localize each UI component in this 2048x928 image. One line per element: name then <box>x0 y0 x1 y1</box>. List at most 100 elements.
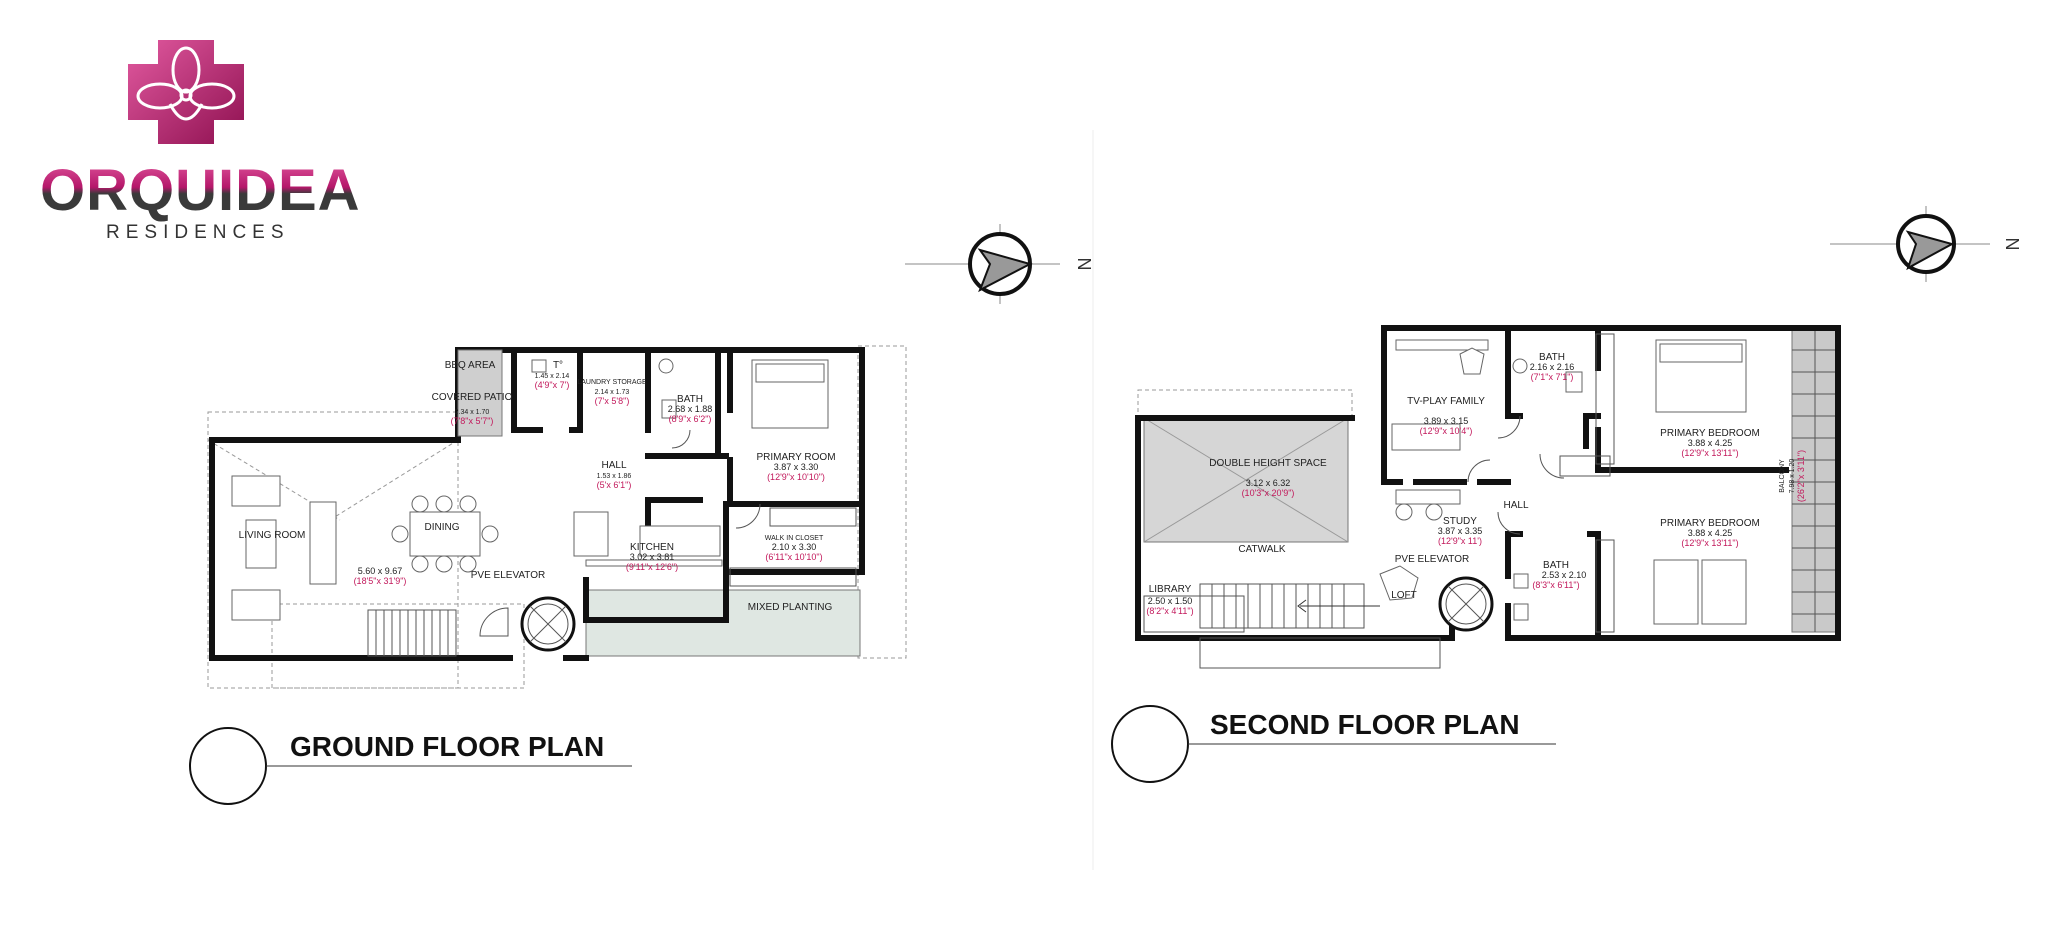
imp-laundry: (7'x 5'8") <box>595 396 630 406</box>
dim-covered-patio: 2.34 x 1.70 <box>455 409 490 416</box>
balcony-deck <box>1791 327 1839 633</box>
dim-library: 2.50 x 1.50 <box>1148 596 1193 606</box>
dim-balcony: 7.98 x 1.20 <box>1789 459 1796 494</box>
ground-floor-title: GROUND FLOOR PLAN <box>290 731 604 762</box>
brand-name: ORQUIDEA <box>40 158 361 223</box>
north-compass-icon-second: N <box>1830 206 2022 282</box>
label-primary-bedroom-2: PRIMARY BEDROOM <box>1660 518 1760 529</box>
label-catwalk: CATWALK <box>1238 544 1286 555</box>
dim-bath-top: 2.16 x 2.16 <box>1530 362 1575 372</box>
bath-fixtures <box>531 358 677 419</box>
imp-study: (12'9"x 11') <box>1438 536 1482 546</box>
label-ground-elevator: PVE ELEVATOR <box>471 570 545 581</box>
label-mixed-planting: MIXED PLANTING <box>748 602 833 613</box>
dim-bath: 2.68 x 1.88 <box>668 404 713 414</box>
label-laundry: LAUNDRY STORAGE <box>577 379 647 386</box>
dim-tv-play: 3.89 x 3.15 <box>1424 416 1469 426</box>
imp-balcony: (26'2"x 3'11") <box>1796 450 1806 502</box>
dim-kitchen: 3.02 x 3.81 <box>630 552 675 562</box>
imp-walk-in-closet: (6'11"x 10'10") <box>765 552 822 562</box>
dim-laundry: 2.14 x 1.73 <box>595 389 630 396</box>
label-second-hall: HALL <box>1503 500 1528 511</box>
label-bath-bottom: BATH <box>1543 560 1569 571</box>
imp-kitchen: (9'11"x 12'6") <box>626 562 678 572</box>
bedroom-1-bed <box>1655 339 1747 413</box>
label-bbq: BBQ AREA <box>445 360 496 371</box>
compass-north-label-second: N <box>2002 238 2022 251</box>
kitchen-island <box>573 511 723 567</box>
label-library: LIBRARY <box>1149 584 1192 595</box>
bbq-patio-floor <box>457 349 503 437</box>
imp-toilet: (4'9"x 7') <box>535 380 570 390</box>
terrace-outline <box>1199 637 1441 669</box>
dim-toilet: 1.45 x 2.14 <box>535 373 570 380</box>
dim-bath-bottom: 2.53 x 2.10 <box>1542 570 1587 580</box>
dim-primary-bedroom-2: 3.88 x 4.25 <box>1688 528 1733 538</box>
imp-primary-bedroom-1: (12'9"x 13'11") <box>1681 448 1738 458</box>
closet-rail-bedroom-2 <box>1595 539 1615 633</box>
imp-double-height: (10'3"x 20'9") <box>1242 488 1295 498</box>
ground-title-marker-icon <box>189 727 267 805</box>
imp-living-dining: (18'5"x 31'9") <box>354 576 407 586</box>
label-toilet: T° <box>553 360 563 371</box>
dim-study: 3.87 x 3.35 <box>1438 526 1483 536</box>
brand-logo: ORQUIDEA RESIDENCES <box>40 40 361 243</box>
second-dashed-outline <box>1137 389 1353 419</box>
label-primary-bedroom-1: PRIMARY BEDROOM <box>1660 428 1760 439</box>
label-tv-play: TV-PLAY FAMILY <box>1407 396 1485 407</box>
label-dining: DINING <box>425 522 460 533</box>
second-floor-title: SECOND FLOOR PLAN <box>1210 709 1520 740</box>
dim-double-height: 3.12 x 6.32 <box>1246 478 1291 488</box>
label-walk-in-closet: WALK IN CLOSET <box>765 535 824 542</box>
brand-subtitle: RESIDENCES <box>106 222 290 243</box>
label-study: STUDY <box>1443 516 1477 527</box>
imp-primary-bedroom-2: (12'9"x 13'11") <box>1681 538 1738 548</box>
label-kitchen: KITCHEN <box>630 542 674 553</box>
ground-staircase <box>367 609 457 657</box>
primary-bed <box>751 359 829 429</box>
second-staircase <box>1199 583 1380 629</box>
label-bath-top: BATH <box>1539 352 1565 363</box>
tv-family-furniture <box>1391 339 1489 451</box>
imp-library: (8'2"x 4'11") <box>1146 606 1193 616</box>
imp-bath-top: (7'1"x 7'1") <box>1531 372 1574 382</box>
orchid-emblem-icon <box>128 40 244 144</box>
loft-chair <box>1379 565 1419 601</box>
dim-primary-room: 3.87 x 3.30 <box>774 462 819 472</box>
bedroom-stair-strip <box>1559 455 1611 477</box>
imp-bath: (8'9"x 6'2") <box>669 414 712 424</box>
closet-rail-bottom <box>729 567 857 587</box>
ground-floor-plan: N <box>189 224 1094 805</box>
dim-walk-in-closet: 2.10 x 3.30 <box>772 542 817 552</box>
label-covered-patio: COVERED PATIO <box>432 392 513 403</box>
study-desk <box>1395 489 1461 521</box>
imp-covered-patio: (7'8"x 5'7") <box>451 416 494 426</box>
imp-hall: (5'x 6'1") <box>597 480 632 490</box>
dim-primary-bedroom-1: 3.88 x 4.25 <box>1688 438 1733 448</box>
dim-hall: 1.53 x 1.86 <box>597 473 632 480</box>
imp-primary-room: (12'9"x 10'10") <box>767 472 825 482</box>
garden-dashed-outline <box>857 345 907 659</box>
closet-rail-bedroom-1 <box>1595 333 1615 465</box>
bath-fixtures-second <box>1512 358 1583 621</box>
label-double-height: DOUBLE HEIGHT SPACE <box>1209 458 1327 469</box>
label-hall: HALL <box>601 460 626 471</box>
living-room-furniture <box>231 475 337 621</box>
imp-tv-play: (12'9"x 10'4") <box>1420 426 1473 436</box>
north-compass-icon: N <box>905 224 1094 304</box>
compass-north-label: N <box>1074 258 1094 271</box>
label-second-elevator: PVE ELEVATOR <box>1395 554 1469 565</box>
closet-rail-top <box>769 507 857 527</box>
dim-living-dining: 5.60 x 9.67 <box>358 566 403 576</box>
terrace-dashed-outline <box>271 603 525 689</box>
imp-bath-bottom: (8'3"x 6'11") <box>1532 580 1579 590</box>
label-bath: BATH <box>677 394 703 405</box>
label-balcony: BALCONY <box>1779 459 1786 493</box>
label-living-room: LIVING ROOM <box>239 530 306 541</box>
ground-elevator-icon <box>520 596 576 652</box>
label-primary-room: PRIMARY ROOM <box>756 452 835 463</box>
second-title-marker-icon <box>1111 705 1189 783</box>
second-elevator-icon <box>1438 576 1494 632</box>
bedroom-2-beds <box>1653 559 1747 625</box>
